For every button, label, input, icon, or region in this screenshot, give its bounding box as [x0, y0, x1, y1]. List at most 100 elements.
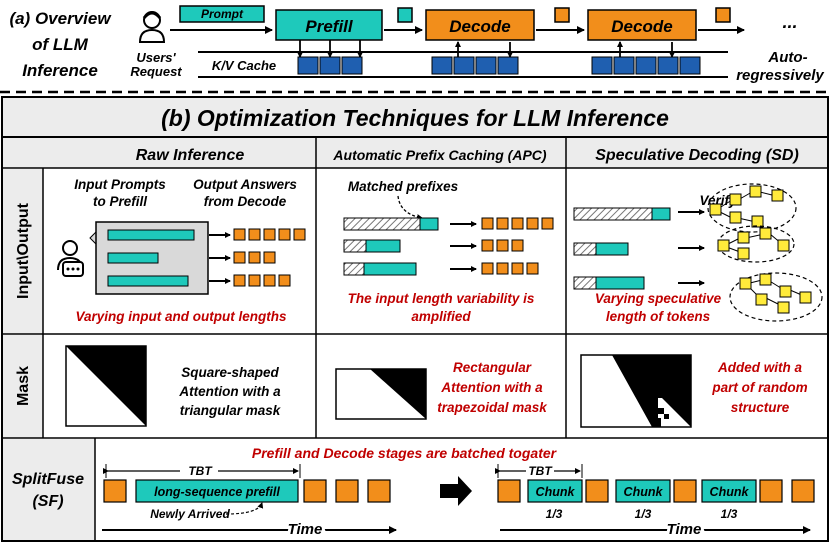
sd-prefix-3 — [573, 276, 597, 290]
user-chat-icon — [57, 240, 84, 277]
table-border — [1, 96, 829, 542]
decode-box-1 — [425, 9, 535, 41]
apc-mask-line2: Attention with a — [440, 380, 543, 395]
column-header-bg — [3, 138, 827, 168]
kv-cache-blocks — [297, 56, 701, 75]
sf-right-token-3 — [673, 479, 697, 503]
table-title: (b) Optimization Techniques for LLM Infe… — [161, 105, 669, 131]
sd-new-1 — [651, 207, 671, 221]
sf-left-token-2 — [303, 479, 327, 503]
raw-output-line1: Output Answers — [193, 177, 297, 192]
transform-arrow — [440, 476, 472, 506]
sd-mask-line1: Added with a — [717, 360, 802, 375]
chunk-label-3: Chunk — [710, 485, 750, 499]
matched-pointer — [397, 195, 423, 221]
raw-mask-triangle — [66, 346, 146, 426]
sf-left-token-1 — [103, 479, 127, 503]
long-prefill-label: long-sequence prefill — [154, 485, 280, 499]
splitfuse-row: Prefill and Decode stages are batched to… — [102, 445, 815, 541]
chunk-label-2: Chunk — [624, 485, 664, 499]
raw-output-line2: from Decode — [204, 194, 287, 209]
user-icon — [138, 11, 166, 43]
sf-right-token-2 — [585, 479, 609, 503]
token-tree-2 — [717, 225, 795, 263]
raw-io-cell: Input Prompts to Prefill Output Answers … — [57, 177, 306, 324]
sd-io-cell: Verify — [573, 183, 823, 324]
row-label-bg-sf — [3, 439, 95, 540]
auto-regressively-line1: Auto- — [767, 49, 807, 66]
prompt-bar-1 — [107, 229, 195, 241]
apc-new-1 — [419, 217, 439, 231]
prefill-label: Prefill — [305, 17, 354, 36]
chunk-box-2 — [615, 479, 671, 503]
overview-title-line2: of LLM — [32, 35, 89, 54]
tbt-right-label: TBT — [528, 464, 553, 478]
sd-mask-line2: part of random — [711, 380, 807, 395]
prefill-output-token — [397, 7, 413, 23]
row-label-bg-mask — [3, 335, 43, 438]
col-header-sd: Speculative Decoding (SD) — [595, 147, 799, 164]
chunk-frac-2: 1/3 — [635, 507, 652, 521]
sd-prefix-2 — [573, 242, 597, 256]
apc-prefix-1 — [343, 217, 421, 231]
decode-output-token-1 — [554, 7, 570, 23]
prefill-box — [275, 9, 383, 41]
raw-input-line1: Input Prompts — [74, 177, 166, 192]
apc-caption-line2: amplified — [411, 309, 471, 324]
apc-output-tokens — [481, 217, 554, 275]
users-request-line1: Users' — [136, 50, 176, 65]
row-label-sf-line1: SplitFuse — [12, 471, 84, 488]
sd-caption-line2: length of tokens — [606, 309, 711, 324]
overview-title-line1: (a) Overview — [9, 9, 112, 28]
table-title-bg — [3, 98, 827, 137]
long-prefill-box — [135, 479, 299, 503]
optimization-table: (b) Optimization Techniques for LLM Infe… — [1, 96, 829, 542]
time-right-label: Time — [667, 521, 702, 538]
row-label-bg-io — [3, 169, 43, 334]
decode-output-token-2 — [715, 7, 731, 23]
raw-mask-line2: Attention with a — [178, 384, 281, 399]
row-label-sf-line2: (SF) — [32, 493, 63, 510]
raw-mask-line3: triangular mask — [180, 403, 282, 418]
chunk-label-1: Chunk — [536, 485, 576, 499]
apc-matched-label: Matched prefixes — [348, 179, 459, 194]
chunk-box-1 — [527, 479, 583, 503]
token-tree-3 — [729, 272, 823, 322]
newly-arrived-pointer — [225, 502, 264, 515]
token-tree-1 — [707, 183, 797, 233]
chunk-frac-1: 1/3 — [546, 507, 563, 521]
prompt-label: Prompt — [201, 7, 244, 21]
raw-mask-line1: Square-shaped — [181, 365, 279, 380]
col-header-apc: Automatic Prefix Caching (APC) — [332, 147, 546, 163]
auto-regressively-line2: regressively — [736, 67, 824, 84]
decode-box-2 — [587, 9, 697, 41]
apc-mask-trapezoid — [370, 369, 426, 419]
chunk-frac-3: 1/3 — [721, 507, 738, 521]
chunk-box-3 — [701, 479, 757, 503]
apc-prefix-2 — [343, 239, 367, 253]
users-request-line2: Request — [130, 64, 182, 79]
mask-row: Square-shaped Attention with a triangula… — [65, 345, 808, 428]
apc-io-cell: Matched prefixes The input length variab… — [343, 179, 554, 324]
apc-caption-line1: The input length variability is — [348, 291, 535, 306]
tbt-left-label: TBT — [188, 464, 213, 478]
prompt-bar-3 — [107, 275, 189, 287]
col-header-raw: Raw Inference — [136, 147, 245, 164]
sd-new-3 — [595, 276, 645, 290]
sd-prefix-1 — [573, 207, 653, 221]
decode-label-2: Decode — [611, 17, 672, 36]
prompt-box — [179, 5, 265, 23]
sf-right-token-1 — [497, 479, 521, 503]
sf-right-token-4 — [759, 479, 783, 503]
ellipsis: ... — [782, 12, 797, 32]
sd-caption-line1: Varying speculative — [595, 291, 722, 306]
sf-left-token-4 — [367, 479, 391, 503]
raw-output-tokens — [233, 228, 306, 287]
sd-mask-shape — [612, 355, 691, 427]
sf-right-token-5 — [791, 479, 815, 503]
sd-new-2 — [595, 242, 629, 256]
time-left-label: Time — [288, 521, 323, 538]
apc-new-3 — [363, 262, 417, 276]
raw-input-line2: to Prefill — [93, 194, 147, 209]
